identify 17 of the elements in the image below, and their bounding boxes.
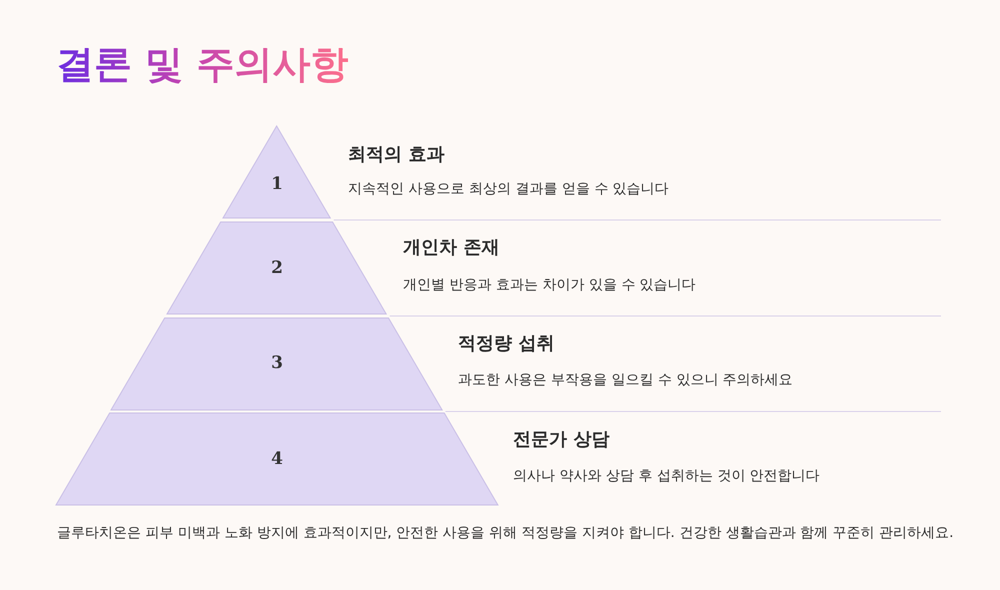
pyramid-top-triangle bbox=[223, 126, 331, 218]
tier-heading: 최적의 효과 bbox=[348, 143, 444, 167]
caption: 글루타치온은 피부 미백과 노화 방지에 효과적이지만, 안전한 사용을 위해 적정량을 지켜야 합니다. 건강한 생활습관과 함께 꾸준히 관리하세요. bbox=[57, 524, 954, 543]
tier-number: 1 bbox=[271, 174, 283, 194]
tier-description: 의사나 약사와 상담 후 섭취하는 것이 안전합니다 bbox=[513, 467, 820, 486]
tier-description: 개인별 반응과 효과는 차이가 있을 수 있습니다 bbox=[403, 276, 696, 295]
tier-number: 2 bbox=[271, 258, 283, 278]
tier-number: 4 bbox=[271, 449, 283, 469]
pyramid-tier bbox=[167, 222, 387, 314]
tier-heading: 전문가 상담 bbox=[513, 428, 610, 452]
tier-heading: 적정량 섭취 bbox=[458, 332, 554, 356]
pyramid-tier bbox=[56, 413, 498, 505]
pyramid-tier bbox=[111, 318, 443, 410]
tier-description: 지속적인 사용으로 최상의 결과를 얻을 수 있습니다 bbox=[348, 180, 669, 199]
tier-heading: 개인차 존재 bbox=[403, 236, 500, 260]
tier-number: 3 bbox=[271, 353, 283, 373]
tier-description: 과도한 사용은 부작용을 일으킬 수 있으니 주의하세요 bbox=[458, 371, 793, 390]
